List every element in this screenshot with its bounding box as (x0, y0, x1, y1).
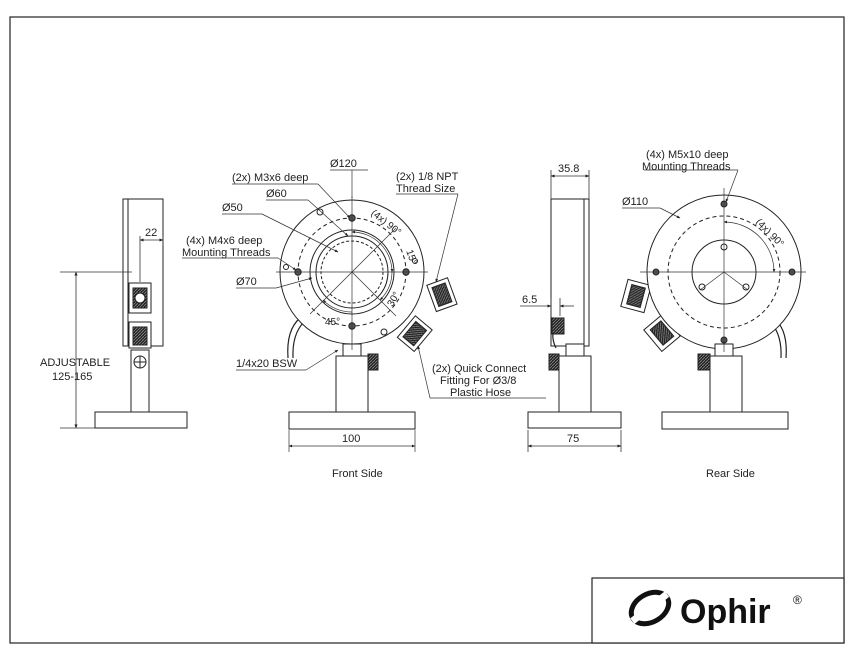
label-m5x10-line2: Mounting Threads (642, 161, 731, 173)
label-dim-22: 22 (145, 227, 157, 239)
label-dia-120: Ø120 (330, 158, 357, 170)
drawing-frame (9, 16, 845, 644)
label-front-side: Front Side (332, 468, 383, 480)
label-depth-6-5: 6.5 (522, 294, 537, 306)
label-npt-line2: Thread Size (396, 183, 455, 195)
label-rear-side: Rear Side (706, 468, 755, 480)
label-dia-60: Ø60 (266, 188, 287, 200)
front-view (279, 199, 458, 430)
label-m5x10-line1: (4x) M5x10 deep (646, 149, 729, 161)
side-dimensions (60, 236, 164, 429)
label-bsw: 1/4x20 BSW (236, 358, 298, 370)
label-adjustable: ADJUSTABLE (40, 357, 110, 369)
ophir-logo-mark (628, 589, 672, 627)
label-qc-line3: Plastic Hose (450, 387, 511, 399)
label-angle-15: 15° (403, 248, 419, 266)
label-front-width: 100 (342, 433, 360, 445)
label-dia-110: Ø110 (622, 196, 648, 208)
logo-text: Ophir (680, 593, 771, 631)
label-m4x6-line2: Mounting Threads (182, 247, 271, 259)
side-view (94, 198, 188, 429)
label-adjustable-range: 125-165 (52, 371, 92, 383)
label-dia-70: Ø70 (236, 276, 257, 288)
label-depth-75: 75 (567, 433, 579, 445)
logo-registered-mark: ® (793, 593, 802, 607)
label-angle-45: 45° (325, 317, 340, 328)
label-dia-50: Ø50 (222, 202, 243, 214)
label-qc-line1: (2x) Quick Connect (432, 363, 526, 375)
label-m3x6: (2x) M3x6 deep (232, 172, 308, 184)
label-m4x6-line1: (4x) M4x6 deep (186, 235, 262, 247)
depth-dimensions (520, 170, 622, 452)
label-qc-line2: Fitting For Ø3/8 (440, 375, 516, 387)
rear-centerlines (622, 169, 806, 352)
label-depth-35-8: 35.8 (558, 163, 579, 175)
front-centerlines (276, 196, 428, 350)
label-npt-line1: (2x) 1/8 NPT (396, 171, 459, 183)
depth-view (527, 198, 622, 429)
front-leaders (182, 169, 546, 452)
